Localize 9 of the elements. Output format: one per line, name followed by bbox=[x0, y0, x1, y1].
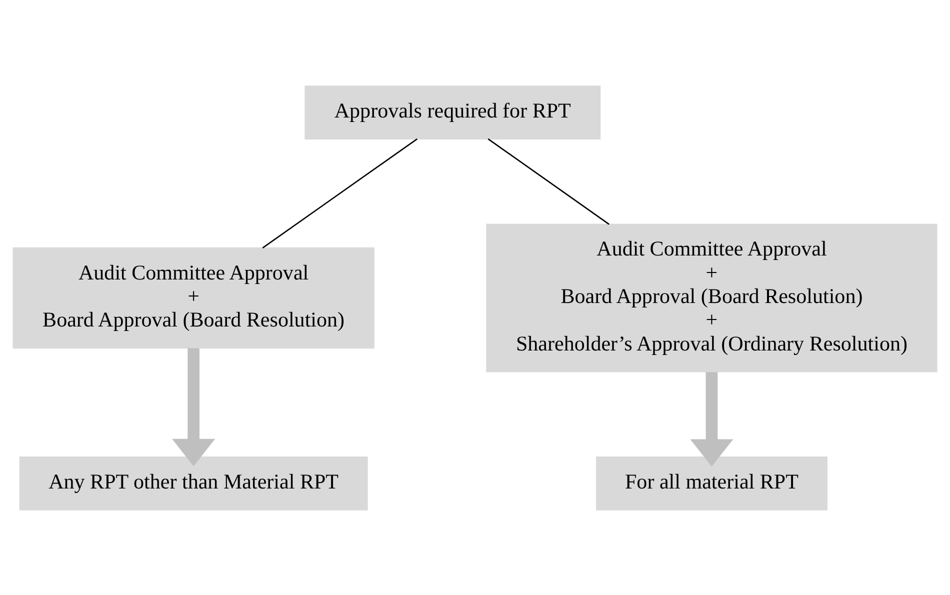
node-box: Audit Committee Approval + Board Approval (Board Resolution) bbox=[12, 246, 374, 348]
node-box: For all material RPT bbox=[596, 456, 828, 510]
node-box: Audit Committee Approval + Board Approval (Board Resolution) + Shareholder’s Approval (Ordinary Resolution) bbox=[486, 223, 938, 372]
node-box: Approvals required for RPT bbox=[304, 85, 601, 140]
arrow bbox=[172, 348, 216, 466]
node-box: Any RPT other than Material RPT bbox=[19, 456, 368, 510]
connector bbox=[262, 138, 418, 248]
connector bbox=[488, 138, 610, 224]
arrow bbox=[690, 372, 734, 466]
